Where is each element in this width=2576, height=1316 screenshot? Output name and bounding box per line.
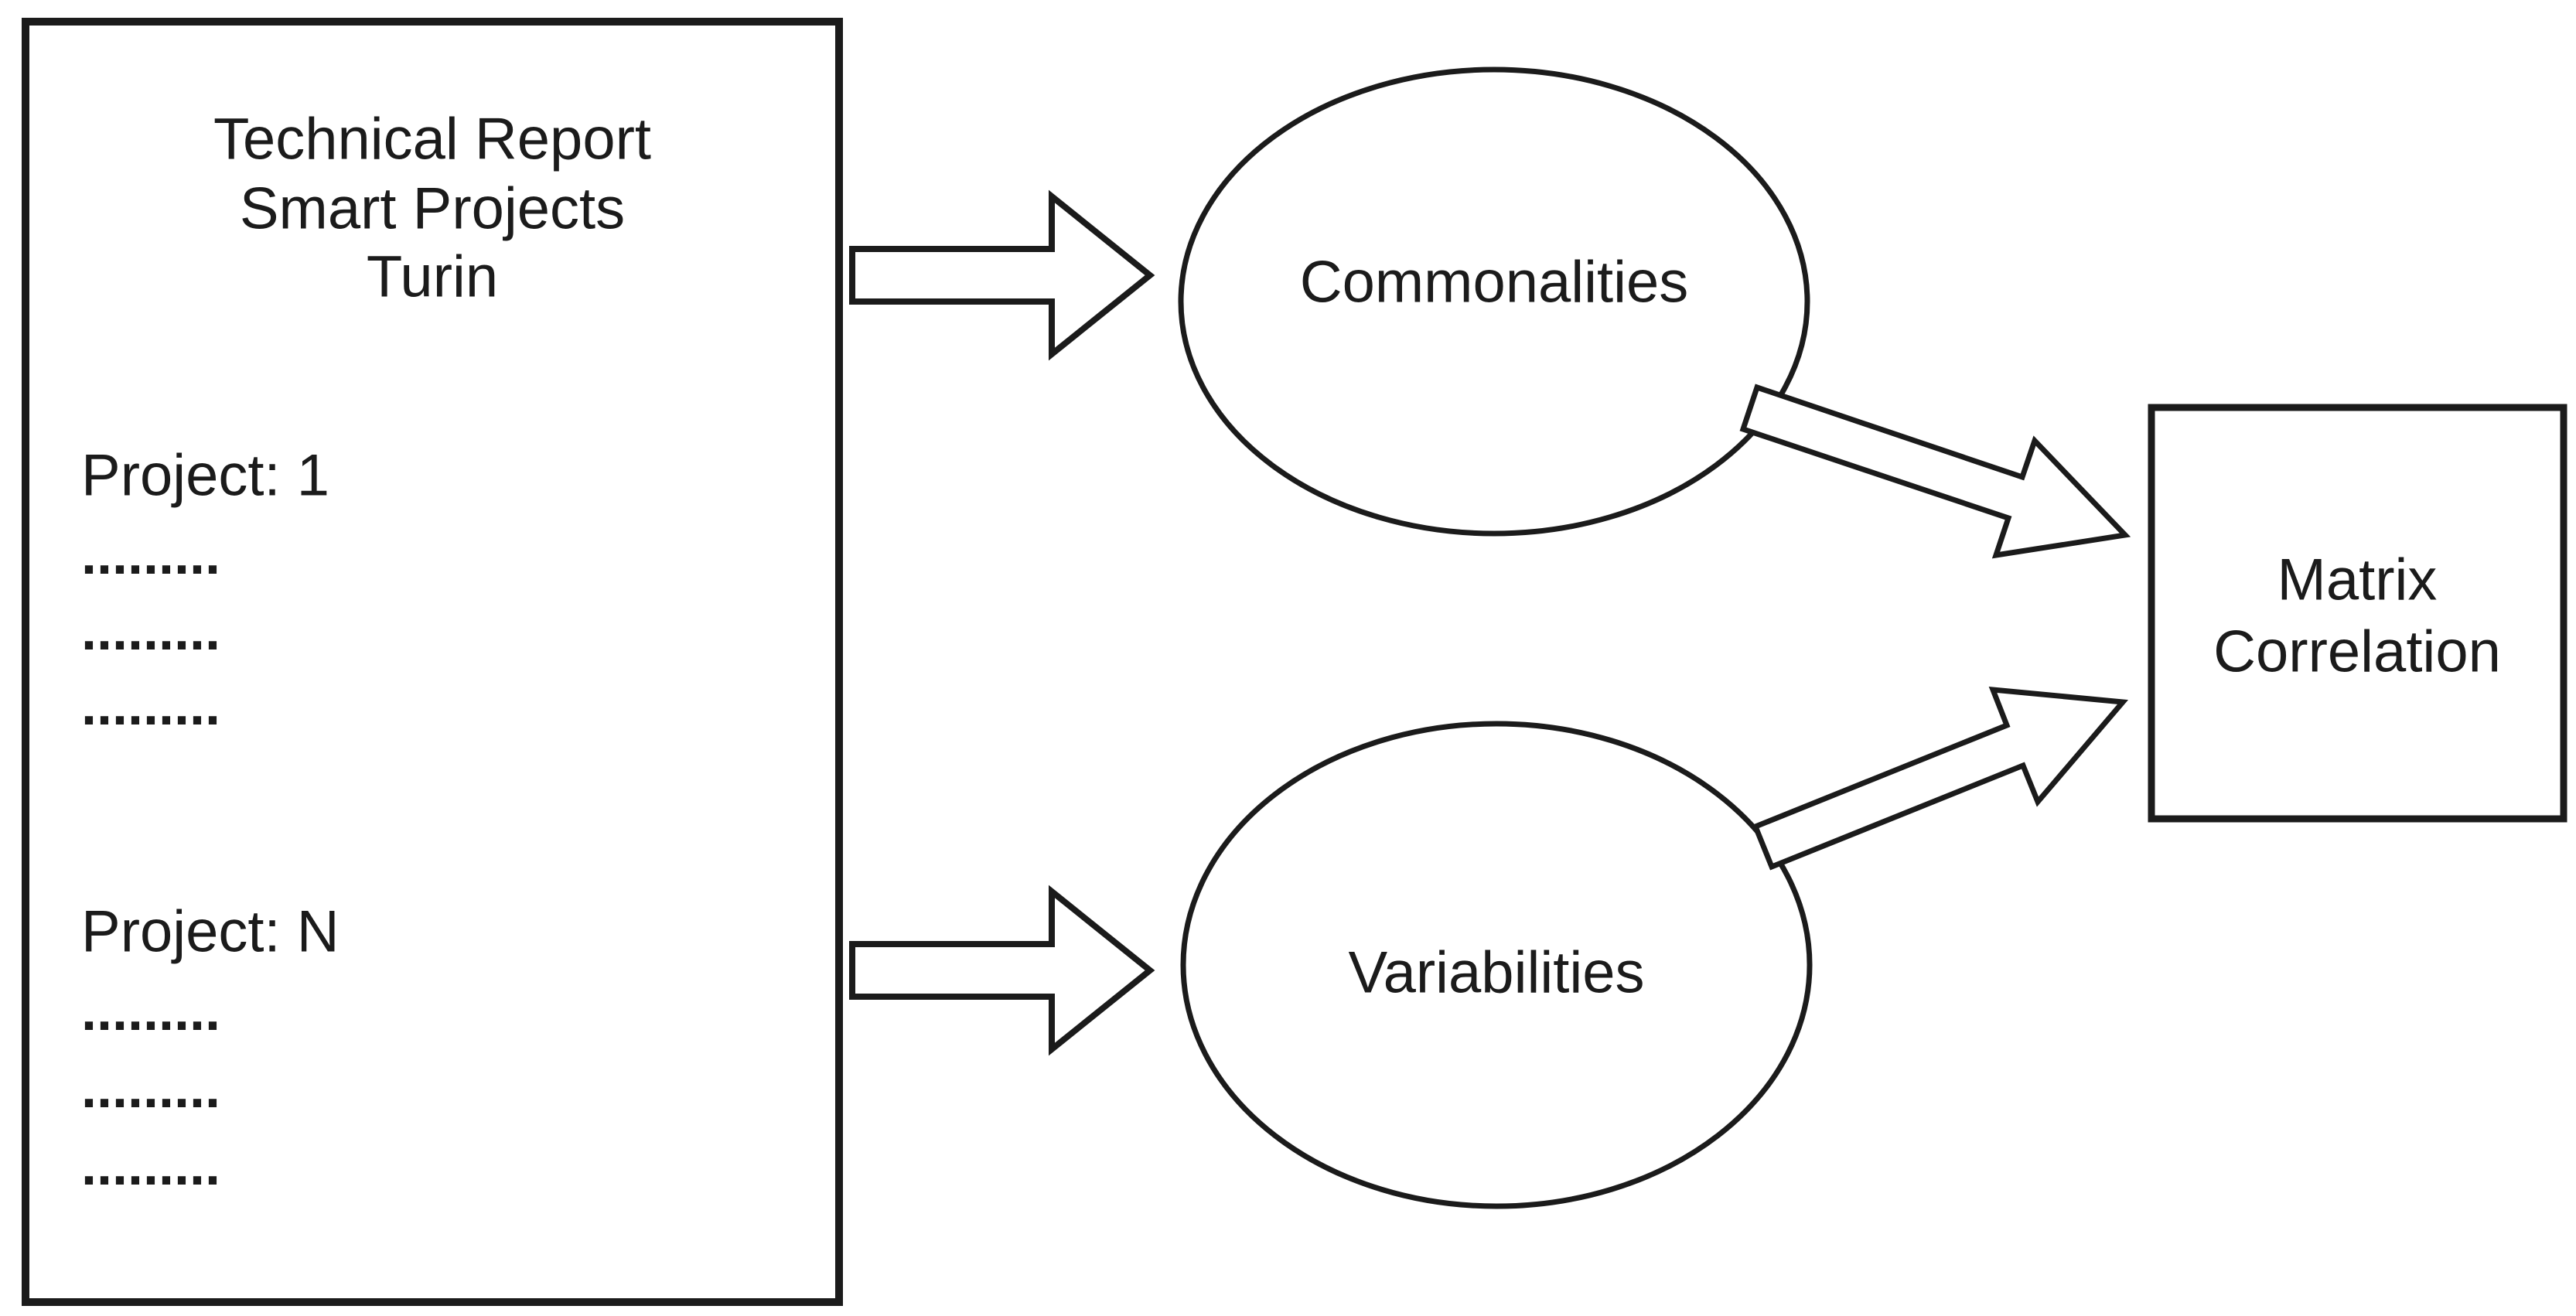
- commonalities-node: Commonalities: [1178, 66, 1810, 537]
- variabilities-node: Variabilities: [1180, 721, 1813, 1209]
- matrix-correlation-node: Matrix Correlation: [2148, 404, 2567, 823]
- technical-report-box: [22, 18, 843, 1306]
- project-n-dots-row-3: .........: [81, 1135, 220, 1197]
- report-title-line-2: Smart Projects: [240, 176, 625, 242]
- commonalities-label: Commonalities: [1300, 250, 1689, 315]
- technical-report-group: Technical Report Smart Projects Turin Pr…: [22, 18, 843, 1306]
- project-1-dots-row-2: .........: [81, 600, 220, 662]
- project-1-dots-row-1: .........: [81, 524, 220, 586]
- arrow-commonalities-to-matrix: [1739, 384, 2131, 559]
- variabilities-ellipse: [1180, 721, 1813, 1209]
- project-1-label: Project: 1: [81, 443, 329, 509]
- report-title-line-1: Technical Report: [213, 107, 651, 172]
- matrix-correlation-box: [2148, 404, 2567, 823]
- arrow-report-to-variabilities: [849, 885, 1155, 1056]
- commonalities-ellipse: [1178, 66, 1810, 537]
- project-n-dots-row-1: .........: [81, 980, 220, 1042]
- project-n-dots-row-2: .........: [81, 1058, 220, 1120]
- variabilities-label: Variabilities: [1349, 940, 1645, 1006]
- report-title-line-3: Turin: [367, 244, 498, 310]
- project-1-dots-row-3: .........: [81, 675, 220, 737]
- project-n-label: Project: N: [81, 899, 339, 965]
- matrix-label-line-2: Correlation: [2213, 619, 2501, 685]
- arrow-report-to-commonalities: [849, 189, 1155, 361]
- arrow-variabilities-to-matrix: [1752, 686, 2129, 871]
- matrix-label-line-1: Matrix: [2277, 547, 2438, 613]
